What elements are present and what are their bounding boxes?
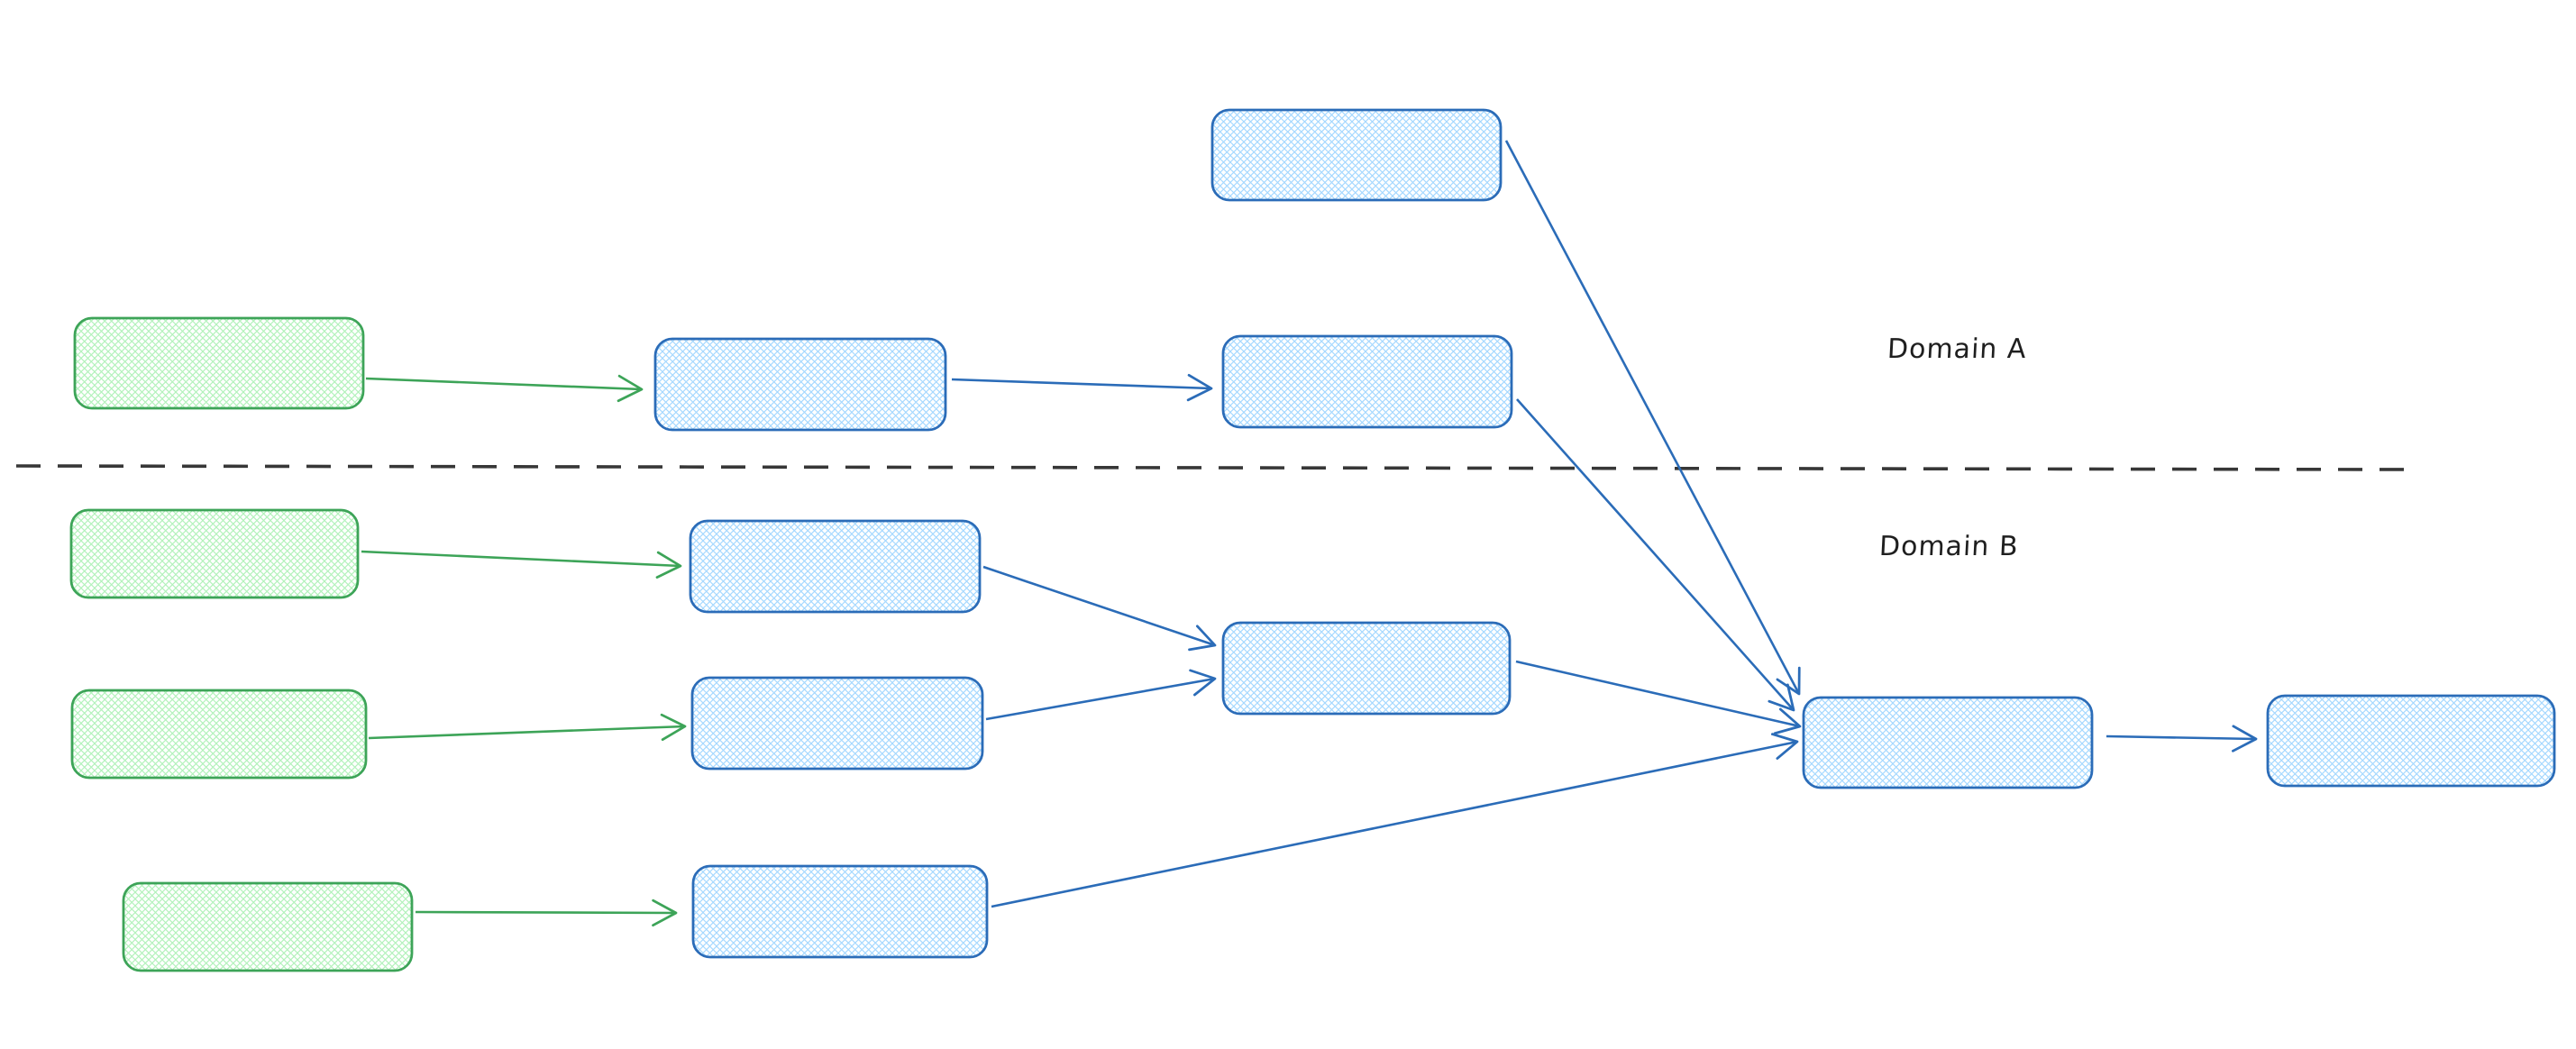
node-a-top-process: [1210, 108, 1503, 202]
node-b-process-1: [689, 519, 982, 614]
node-b-process-2: [690, 676, 984, 771]
node-a-process-1: [653, 337, 947, 432]
edge-a-source-to-a-process-1: [365, 374, 644, 403]
node-a-process-2: [1221, 334, 1513, 429]
edge-a-top-process-to-sink: [1504, 140, 1801, 696]
edge-b-source-2-to-b-process-2: [368, 713, 687, 742]
domain-divider-line: [15, 464, 2416, 471]
domain-a-label: Domain A: [1886, 333, 2028, 365]
edge-b-aggregator-to-sink: [1515, 660, 1802, 735]
domain-b-label: Domain B: [1878, 531, 2020, 562]
edge-a-process-2-to-sink: [1516, 398, 1795, 712]
edge-b-process-1-to-b-aggregator: [982, 565, 1217, 652]
edge-a-process-1-to-a-process-2: [951, 373, 1213, 402]
node-b-source-2: [70, 689, 368, 780]
edge-b-source-1-to-b-process-1: [361, 550, 682, 579]
node-b-aggregator: [1221, 621, 1512, 716]
node-b-source-3: [122, 881, 414, 972]
node-b-source-1: [69, 508, 360, 599]
edge-b-source-3-to-b-process-3: [415, 898, 678, 927]
node-b-process-3: [691, 864, 989, 959]
node-a-source: [73, 316, 365, 410]
edge-b-process-3-to-sink: [991, 733, 1799, 908]
node-sink: [1802, 696, 2094, 789]
edge-b-process-2-to-b-aggregator: [985, 669, 1217, 721]
node-output: [2266, 694, 2556, 788]
edge-sink-to-output: [2106, 725, 2258, 753]
